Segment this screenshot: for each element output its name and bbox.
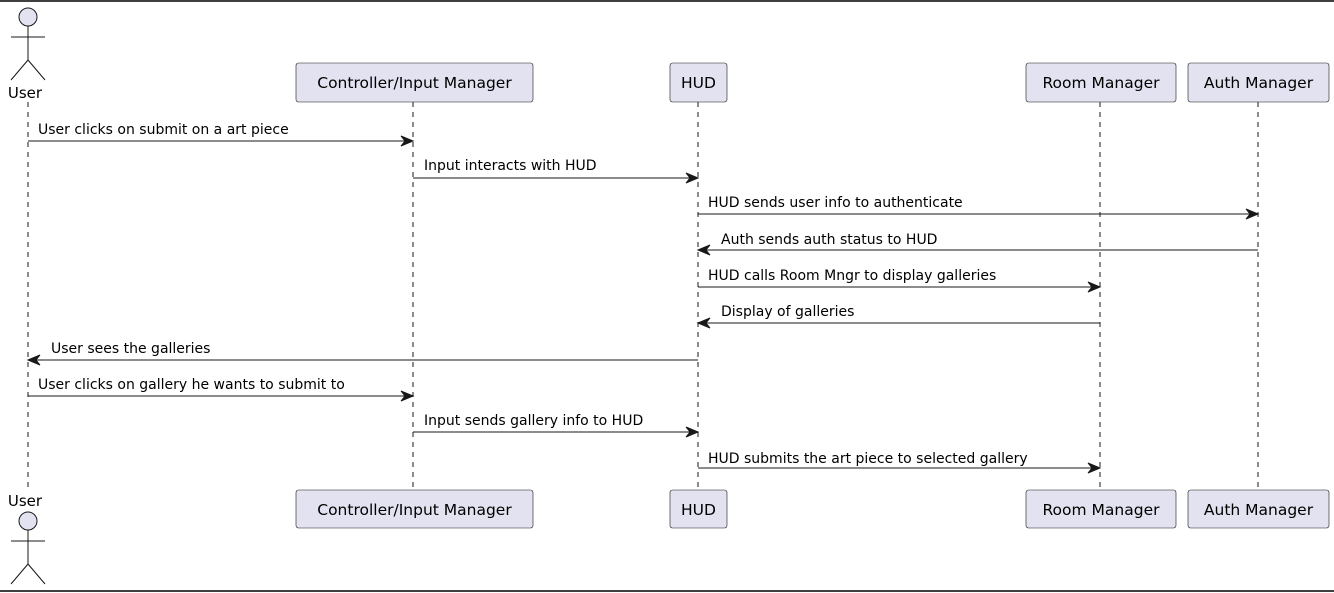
participant-auth-manager-top: Auth Manager bbox=[1187, 62, 1330, 103]
participant-box bbox=[1187, 489, 1330, 529]
message-10: HUD submits the art piece to selected ga… bbox=[698, 451, 1102, 474]
message-2: Input interacts with HUD bbox=[413, 158, 700, 184]
message-5: HUD calls Room Mngr to display galleries bbox=[698, 268, 1102, 293]
participant-box bbox=[1025, 489, 1177, 529]
participant-label: Room Manager bbox=[1042, 501, 1160, 519]
participant-box bbox=[295, 489, 534, 529]
message-label: HUD sends user info to authenticate bbox=[708, 195, 963, 211]
message-8: User clicks on gallery he wants to submi… bbox=[28, 377, 415, 402]
arrow-right-icon bbox=[400, 390, 415, 402]
participant-hud-top: HUD bbox=[669, 62, 728, 103]
actor-left-leg bbox=[10, 59, 29, 81]
participant-box bbox=[669, 489, 728, 529]
actor-left-leg bbox=[10, 563, 29, 585]
participant-label: Room Manager bbox=[1042, 74, 1160, 92]
message-7: User sees the galleries bbox=[26, 341, 698, 366]
actor-right-leg bbox=[27, 59, 46, 81]
message-label: User clicks on gallery he wants to submi… bbox=[38, 377, 345, 393]
arrow-right-icon bbox=[1087, 462, 1102, 474]
participant-box bbox=[669, 62, 728, 103]
message-1: User clicks on submit on a art piece bbox=[28, 122, 415, 147]
participant-label: Auth Manager bbox=[1204, 74, 1314, 92]
actor-user-top: User bbox=[8, 7, 46, 102]
participant-label: Controller/Input Manager bbox=[317, 501, 512, 519]
actor-head-icon bbox=[18, 7, 38, 27]
message-label: Input sends gallery info to HUD bbox=[424, 413, 643, 429]
message-4: Auth sends auth status to HUD bbox=[696, 232, 1258, 256]
participant-label: Auth Manager bbox=[1204, 501, 1314, 519]
lifelines bbox=[27, 102, 1259, 490]
participant-box bbox=[295, 62, 534, 103]
arrow-right-icon bbox=[685, 172, 700, 184]
message-label: HUD calls Room Mngr to display galleries bbox=[708, 268, 996, 284]
participant-auth-manager-bottom: Auth Manager bbox=[1187, 489, 1330, 529]
arrow-left-icon bbox=[696, 244, 711, 256]
message-label: User clicks on submit on a art piece bbox=[38, 122, 289, 138]
actor-label-bottom: User bbox=[8, 492, 43, 510]
participant-label: Controller/Input Manager bbox=[317, 74, 512, 92]
arrow-right-icon bbox=[685, 426, 700, 438]
participant-label: HUD bbox=[681, 501, 716, 519]
message-6: Display of galleries bbox=[696, 304, 1100, 329]
participant-controller-bottom: Controller/Input Manager bbox=[295, 489, 534, 529]
actor-label-top: User bbox=[8, 84, 43, 102]
arrow-right-icon bbox=[1087, 281, 1102, 293]
participant-room-manager-top: Room Manager bbox=[1025, 62, 1177, 103]
actor-head-icon bbox=[18, 511, 38, 531]
arrow-left-icon bbox=[696, 317, 711, 329]
actor-user-bottom: User bbox=[8, 492, 46, 585]
participant-hud-bottom: HUD bbox=[669, 489, 728, 529]
arrow-left-icon bbox=[26, 354, 41, 366]
arrow-right-icon bbox=[1245, 208, 1260, 220]
message-9: Input sends gallery info to HUD bbox=[413, 413, 700, 438]
participant-box bbox=[1025, 62, 1177, 103]
message-label: User sees the galleries bbox=[51, 341, 210, 357]
message-label: Auth sends auth status to HUD bbox=[721, 232, 937, 248]
message-label: HUD submits the art piece to selected ga… bbox=[708, 451, 1028, 467]
participant-box bbox=[1187, 62, 1330, 103]
participant-label: HUD bbox=[681, 74, 716, 92]
actor-right-leg bbox=[27, 563, 46, 585]
message-label: Display of galleries bbox=[721, 304, 854, 320]
arrow-right-icon bbox=[400, 135, 415, 147]
message-label: Input interacts with HUD bbox=[424, 158, 597, 174]
message-3: HUD sends user info to authenticate bbox=[698, 195, 1260, 220]
participant-room-manager-bottom: Room Manager bbox=[1025, 489, 1177, 529]
participant-controller-top: Controller/Input Manager bbox=[295, 62, 534, 103]
